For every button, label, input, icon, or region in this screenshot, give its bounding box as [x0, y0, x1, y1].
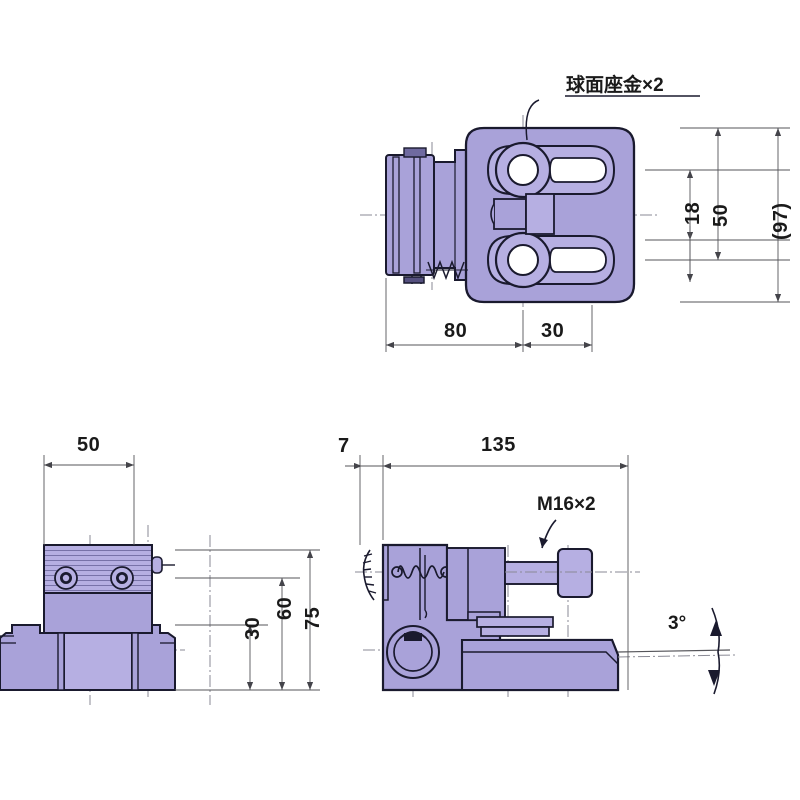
side-view-dimension-lines [345, 455, 629, 690]
dim-75-height-label: 75 [302, 606, 324, 630]
dim-97-label: (97) [770, 202, 792, 240]
dim-60-height-label: 60 [274, 596, 296, 620]
side-view-body [362, 543, 620, 692]
thread-spec-label: M16×2 [537, 494, 596, 515]
spherical-washer-label: 球面座金×2 [566, 75, 664, 96]
dim-135-label: 135 [481, 434, 516, 456]
dim-18-label: 18 [682, 201, 704, 225]
front-view-dimension-lines [43, 455, 320, 691]
callout-leader-line [525, 99, 540, 141]
top-view-thread [403, 259, 468, 284]
dim-30-height-label: 30 [242, 616, 264, 640]
front-view-body [0, 544, 176, 691]
view-side [345, 455, 736, 700]
top-view-dimension-lines [385, 127, 790, 352]
top-view-body [385, 126, 636, 304]
dim-50-width-label: 50 [77, 434, 101, 456]
side-view-angle-indicator [617, 607, 736, 695]
view-front [0, 455, 320, 705]
angle-3-label: 3° [668, 613, 687, 634]
dim-7-label: 7 [338, 435, 350, 457]
view-top [360, 95, 790, 352]
dim-30-label: 30 [541, 320, 565, 342]
dim-80-label: 80 [444, 320, 468, 342]
dim-50-label: 50 [710, 203, 732, 227]
